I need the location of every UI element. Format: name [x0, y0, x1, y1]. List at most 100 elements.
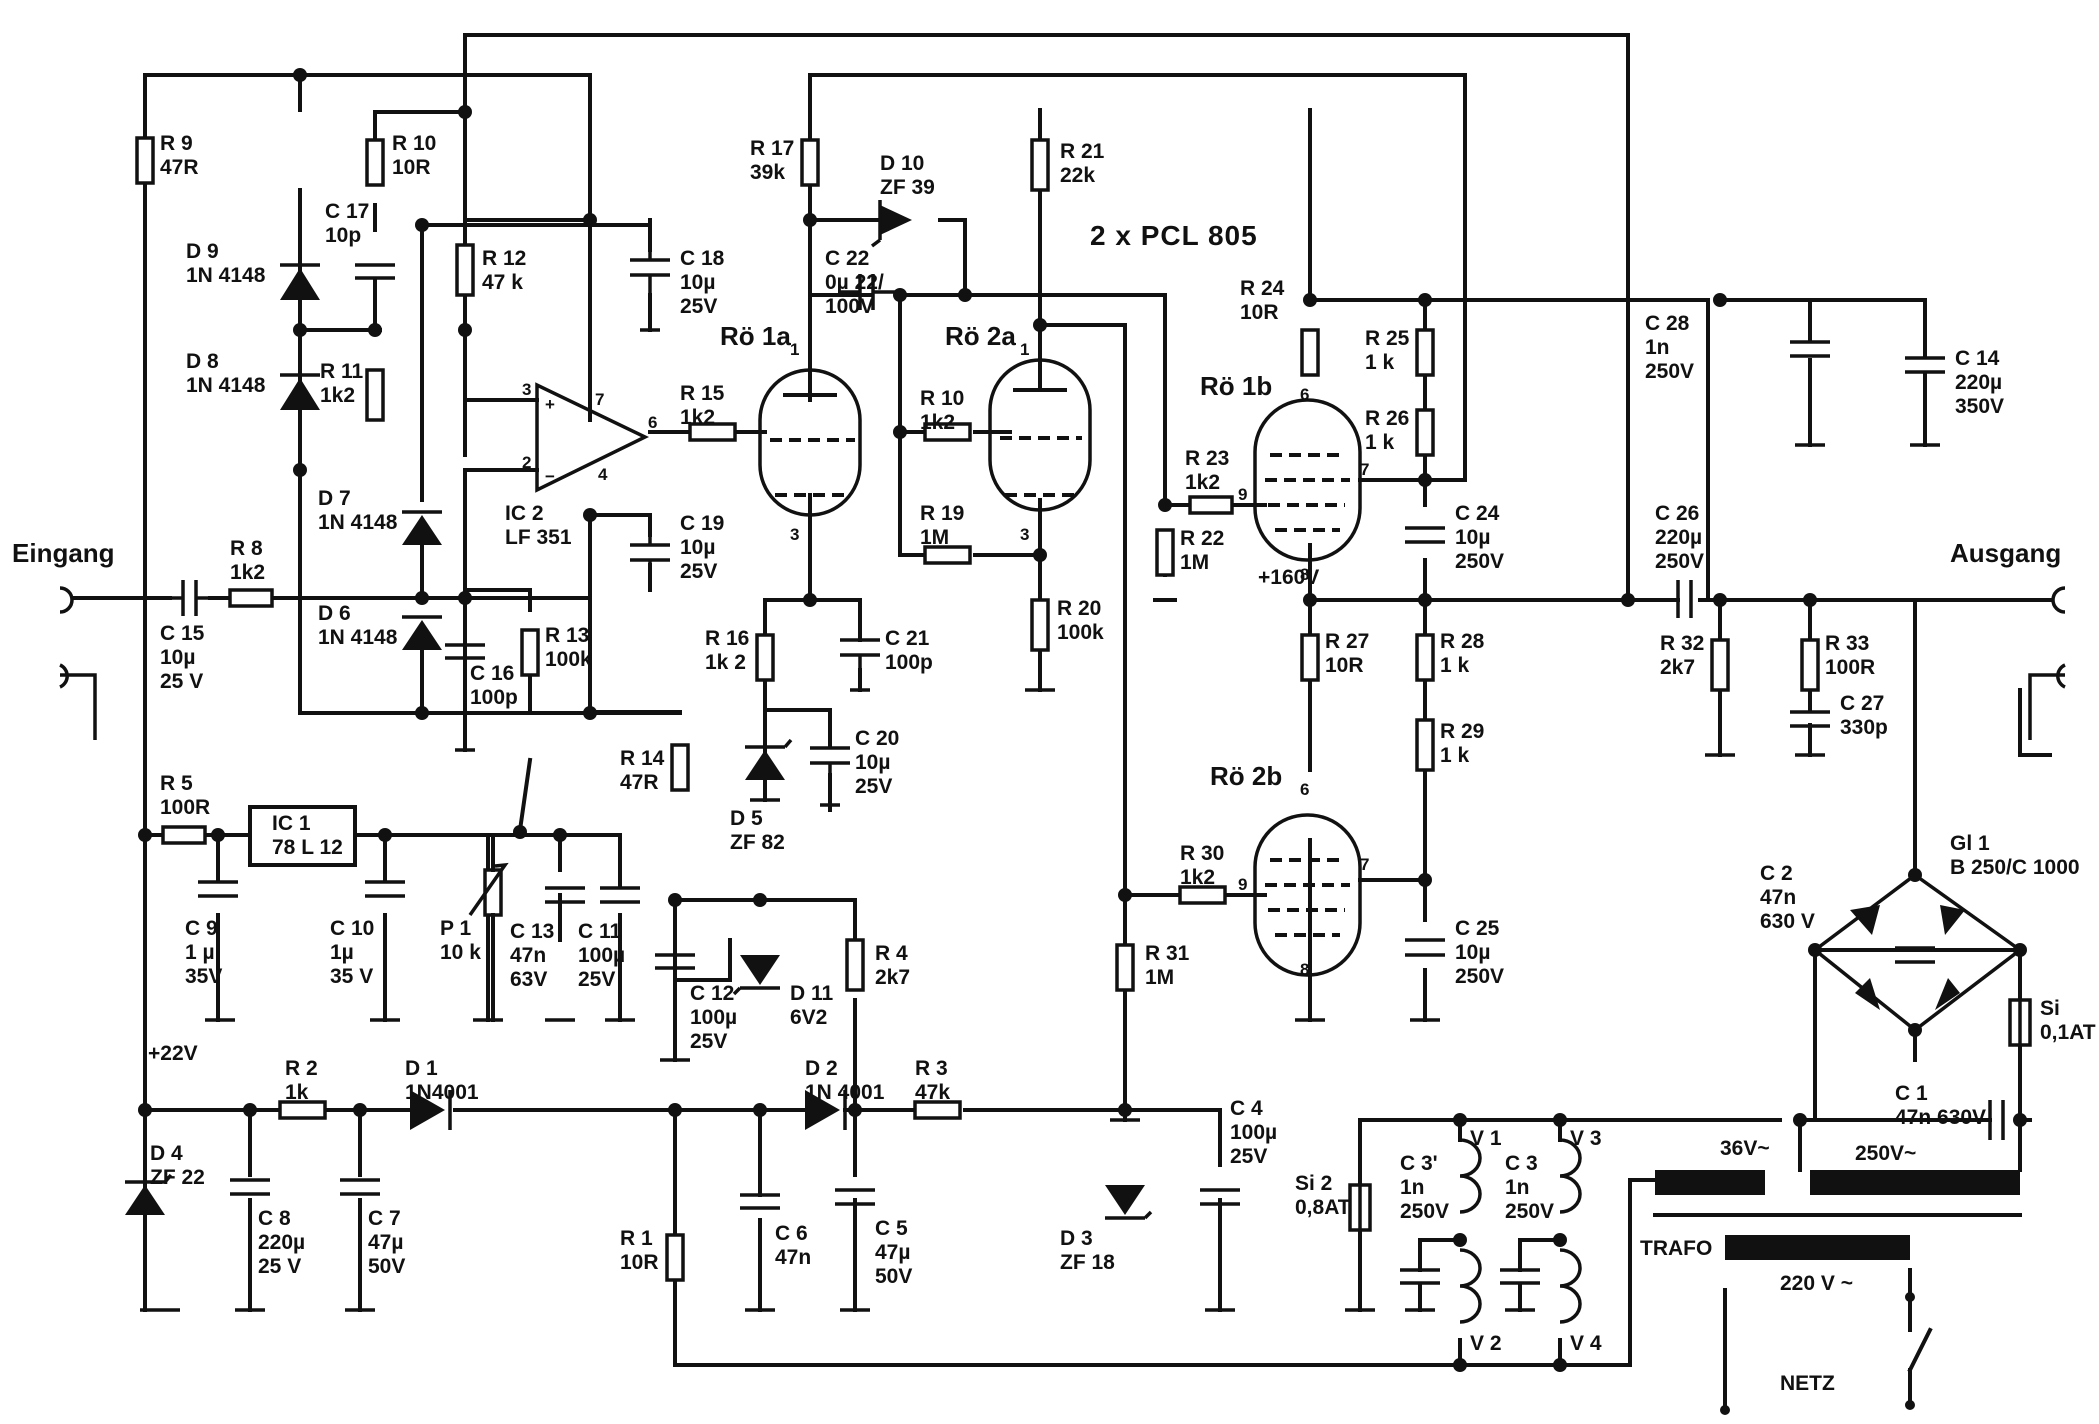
opamp-minus-sign: −	[545, 467, 555, 486]
resistor-r11	[365, 368, 385, 422]
coil-label: V 4	[1570, 1332, 1602, 1355]
opamp-ic2	[535, 382, 650, 493]
resistor-r16	[755, 633, 775, 682]
pin-label: 1	[1020, 340, 1029, 359]
resistor-r9	[135, 136, 155, 185]
capacitor-c3prime	[1400, 1268, 1440, 1285]
capacitor-c8	[230, 1178, 270, 1196]
pin-label: 2	[522, 453, 531, 472]
capacitor-c11	[600, 886, 640, 904]
capacitor-c20	[810, 746, 850, 807]
capacitor-c19	[630, 520, 670, 590]
pin-label: 6	[1300, 385, 1309, 404]
pin-label: 8	[1300, 565, 1309, 584]
pin-label: 9	[1238, 485, 1247, 504]
resistor-r14	[670, 743, 690, 792]
resistor-r22	[1155, 528, 1175, 577]
transformer-label: TRAFO	[1640, 1237, 1712, 1260]
capacitor-c2	[1895, 946, 1935, 964]
zener-d5-icon	[745, 750, 785, 780]
zener-d11-icon	[740, 955, 780, 985]
capacitor-c6	[740, 1193, 780, 1210]
capacitor-c7	[340, 1178, 380, 1196]
capacitors	[140, 238, 2005, 1312]
zener-d10-icon	[880, 205, 912, 235]
capacitor-c12	[655, 953, 695, 970]
pin-label: 6	[1300, 780, 1309, 799]
capacitor-c21	[840, 638, 880, 692]
voltage-plus160: +160V	[1258, 566, 1319, 589]
resistor-r2	[278, 1100, 327, 1120]
capacitor-c28	[1790, 340, 1830, 447]
capacitor-c25	[1405, 938, 1445, 957]
resistor-r30	[1178, 885, 1227, 905]
opamp-plus-sign: +	[545, 395, 555, 414]
zener-d4-icon	[125, 1185, 165, 1215]
coil-v3-v4	[1559, 1138, 1582, 1324]
capacitor-c15	[170, 580, 210, 616]
tube-r2b-envelope	[1253, 813, 1362, 977]
ic-blocks: + −	[248, 382, 650, 867]
secondary-250v-label: 250V~	[1855, 1142, 1916, 1165]
pin-label: 3	[1020, 525, 1029, 544]
resistor-r10b	[923, 422, 972, 442]
capacitor-c5	[835, 1188, 875, 1206]
resistor-r24	[1300, 328, 1320, 377]
resistor-r17	[800, 138, 820, 187]
capacitor-c18	[630, 238, 670, 332]
pin-label: 9	[1238, 875, 1247, 894]
capacitor-c14	[1905, 356, 1945, 447]
capacitor-c27	[1790, 710, 1830, 728]
pin-label: 8	[1300, 960, 1309, 979]
capacitor-c4	[1200, 1188, 1240, 1206]
input-label: Eingang	[12, 538, 115, 568]
resistor-r8	[228, 588, 274, 608]
transformer-primary	[1725, 1235, 1910, 1260]
resistor-r13	[520, 628, 540, 677]
voltage-plus22: +22V	[148, 1042, 198, 1065]
